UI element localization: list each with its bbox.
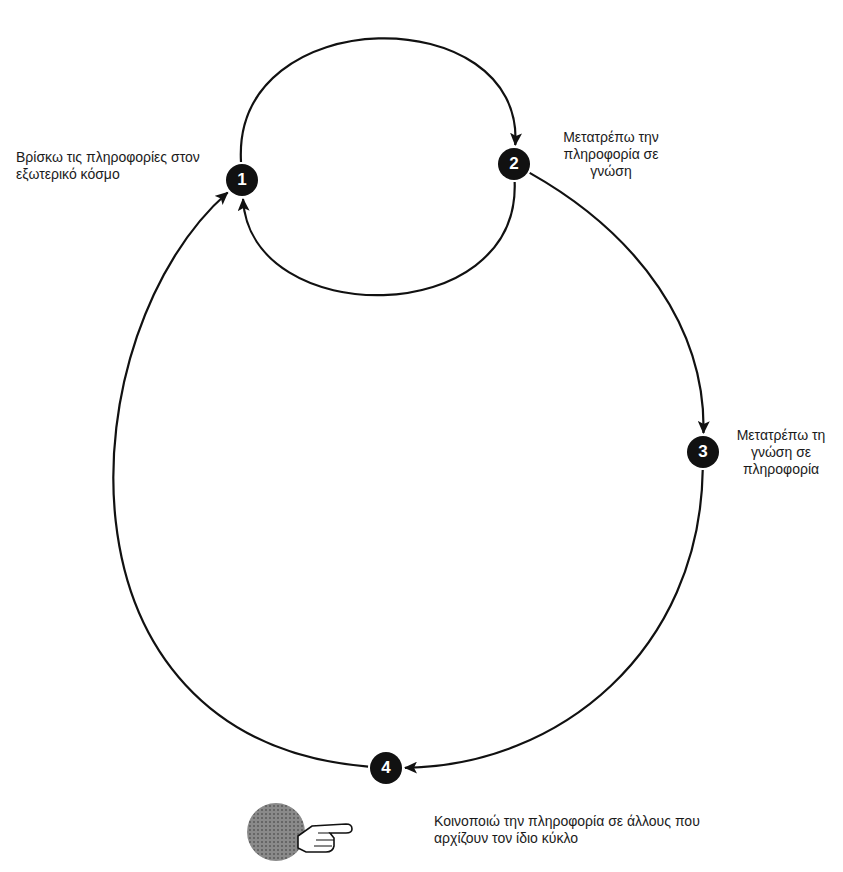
globe-shape — [247, 803, 305, 861]
step-label: Βρίσκω τις πληροφορίες στον εξωτερικό κό… — [14, 148, 218, 184]
step-circle: 2Μετατρέπω την πληροφορία σε γνώση — [498, 148, 530, 180]
hand-shape — [298, 824, 352, 852]
step-label: Μετατρέπω την πληροφορία σε γνώση — [550, 128, 672, 181]
step-circle: 1Βρίσκω τις πληροφορίες στον εξωτερικό κ… — [226, 164, 258, 196]
step-label: Κοινοποιώ την πληροφορία σε άλλους που α… — [432, 812, 726, 848]
step-number: 2 — [498, 148, 530, 180]
step-number: 4 — [370, 752, 402, 784]
finger-lines — [314, 833, 334, 846]
step-circle: 3Μετατρέπω τη γνώση σε πληροφορία — [687, 436, 719, 468]
cycle-arrow — [530, 173, 704, 433]
step-number: 3 — [687, 436, 719, 468]
cycle-arrow — [241, 38, 516, 162]
cycle-arrow — [405, 470, 703, 768]
cycle-arrow — [113, 192, 368, 766]
step-number: 1 — [226, 164, 258, 196]
cycle-arrow — [243, 182, 515, 295]
step-label: Μετατρέπω τη γνώση σε πληροφορία — [723, 426, 839, 479]
step-circle: 4Κοινοποιώ την πληροφορία σε άλλους που … — [370, 752, 402, 784]
